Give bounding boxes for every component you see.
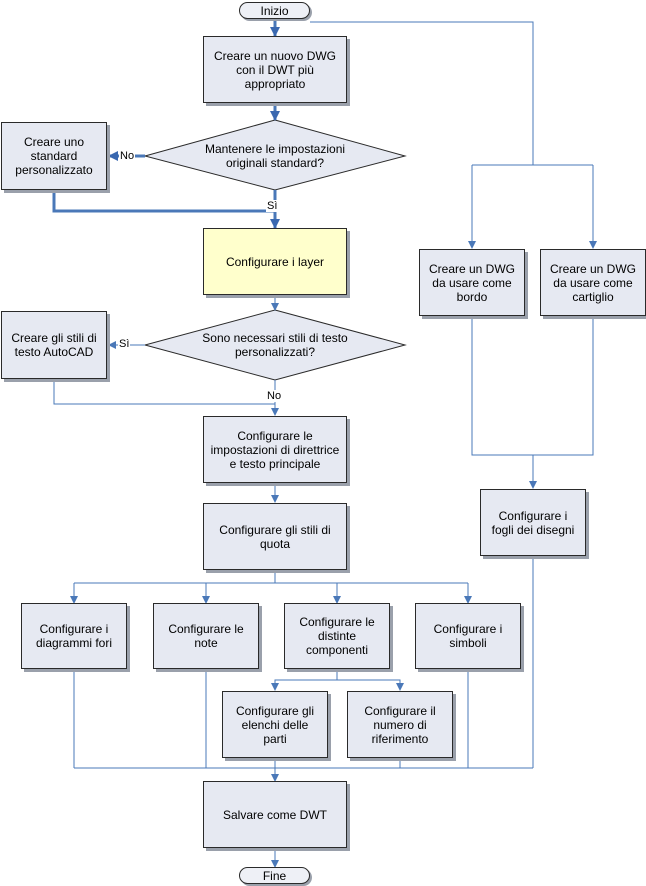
connector-border-down bbox=[471, 316, 533, 456]
configure-parts-lists-box: Configurare gli elenchi delle parti bbox=[222, 691, 328, 758]
configure-sheets-box: Configurare i fogli dei disegni bbox=[480, 489, 586, 556]
save-dwt-box: Salvare come DWT bbox=[203, 781, 347, 848]
connector-split-to-balloons bbox=[337, 679, 404, 691]
create-text-styles-box: Creare gli stili di testo AutoCAD bbox=[1, 311, 107, 379]
create-title-block-dwg-box: Creare un DWG da usare come cartiglio bbox=[540, 249, 646, 316]
configure-leader-box: Configurare le impostazioni di direttric… bbox=[203, 416, 347, 483]
text-styles-question: Sono necessari stili di testo personaliz… bbox=[202, 331, 348, 359]
label-no-custom-standard: No bbox=[119, 150, 136, 162]
connector-start-to-right-branch bbox=[310, 21, 534, 165]
create-custom-standard-box: Creare uno standard personalizzato bbox=[1, 122, 107, 190]
start-terminal: Inizio bbox=[239, 2, 310, 19]
label-yes-keep-standards: Sì bbox=[266, 200, 279, 212]
connector-custom-to-merge bbox=[52, 190, 275, 213]
configure-bom-box: Configurare le distinte componenti bbox=[284, 603, 390, 669]
configure-hole-charts-box: Configurare i diagrammi fori bbox=[21, 603, 127, 669]
connector-text-styles-to-merge bbox=[53, 379, 275, 405]
configure-dim-styles-box: Configurare gli stili di quota bbox=[203, 503, 347, 570]
configure-symbols-box: Configurare i simboli bbox=[415, 603, 521, 669]
create-dwg-box: Creare un nuovo DWG con il DWT più appro… bbox=[203, 36, 347, 103]
create-border-dwg-box: Creare un DWG da usare come bordo bbox=[419, 249, 525, 316]
configure-layers-box: Configurare i layer bbox=[203, 228, 347, 295]
label-yes-text-styles: Sì bbox=[118, 338, 131, 350]
label-no-text-styles: No bbox=[266, 390, 283, 402]
connector-title-block-down bbox=[533, 316, 594, 456]
configure-notes-box: Configurare le note bbox=[153, 603, 259, 669]
configure-balloons-box: Configurare il numero di riferimento bbox=[347, 691, 453, 758]
keep-standards-question: Mantenere le impostazioni originali stan… bbox=[204, 142, 346, 170]
end-terminal: Fine bbox=[239, 867, 310, 884]
connector-bom-to-split bbox=[271, 669, 338, 691]
